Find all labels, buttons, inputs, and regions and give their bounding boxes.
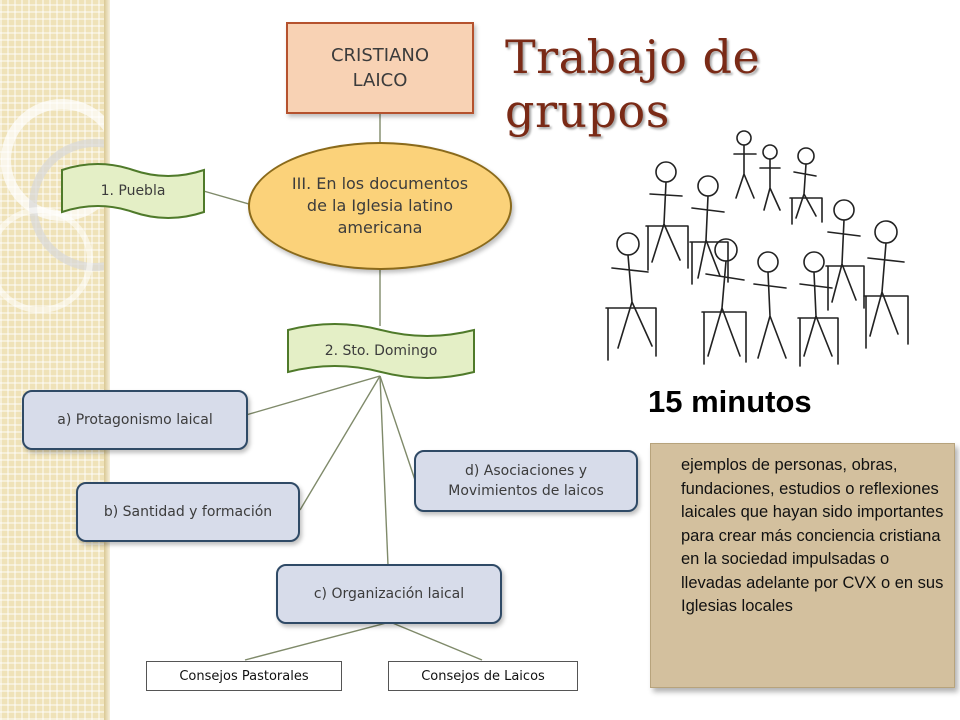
root-node-cristiano-laico: CRISTIANO LAICO bbox=[286, 22, 474, 114]
banner-santo-domingo-label: 2. Sto. Domingo bbox=[324, 343, 438, 359]
item-asociaciones-label: d) Asociaciones y Movimientos de laicos bbox=[448, 463, 604, 499]
minutes-label: 15 minutos bbox=[648, 384, 812, 419]
item-protagonismo-label: a) Protagonismo laical bbox=[57, 412, 213, 428]
item-organizacion-laical: c) Organización laical bbox=[276, 564, 502, 624]
task-text: ejemplos de personas, obras, fundaciones… bbox=[681, 456, 944, 615]
council-laicos: Consejos de Laicos bbox=[388, 661, 578, 691]
item-santidad-formacion: b) Santidad y formación bbox=[76, 482, 300, 542]
root-node-line1: CRISTIANO bbox=[330, 45, 430, 66]
item-santidad-label: b) Santidad y formación bbox=[103, 504, 273, 520]
strip-edge bbox=[104, 0, 110, 720]
center-node-documentos: III. En los documentos de la Iglesia lat… bbox=[248, 142, 512, 270]
banner-puebla: 1. Puebla bbox=[60, 162, 206, 220]
banner-puebla-label: 1. Puebla bbox=[100, 183, 166, 199]
group-discussion-illustration bbox=[605, 130, 909, 367]
item-organizacion-label: c) Organización laical bbox=[313, 586, 465, 602]
task-box: ejemplos de personas, obras, fundaciones… bbox=[650, 443, 955, 688]
root-node-line2: LAICO bbox=[352, 70, 408, 91]
item-protagonismo-laical: a) Protagonismo laical bbox=[22, 390, 248, 450]
council-pastorales-label: Consejos Pastorales bbox=[179, 668, 309, 684]
decorative-strip bbox=[0, 0, 161, 720]
center-node-label: III. En los documentos de la Iglesia lat… bbox=[291, 174, 469, 237]
council-pastorales: Consejos Pastorales bbox=[146, 661, 342, 691]
banner-santo-domingo: 2. Sto. Domingo bbox=[286, 322, 476, 380]
item-asociaciones-movimientos: d) Asociaciones y Movimientos de laicos bbox=[414, 450, 638, 512]
slide-title: Trabajo de grupos bbox=[505, 30, 761, 138]
council-laicos-label: Consejos de Laicos bbox=[421, 668, 545, 684]
